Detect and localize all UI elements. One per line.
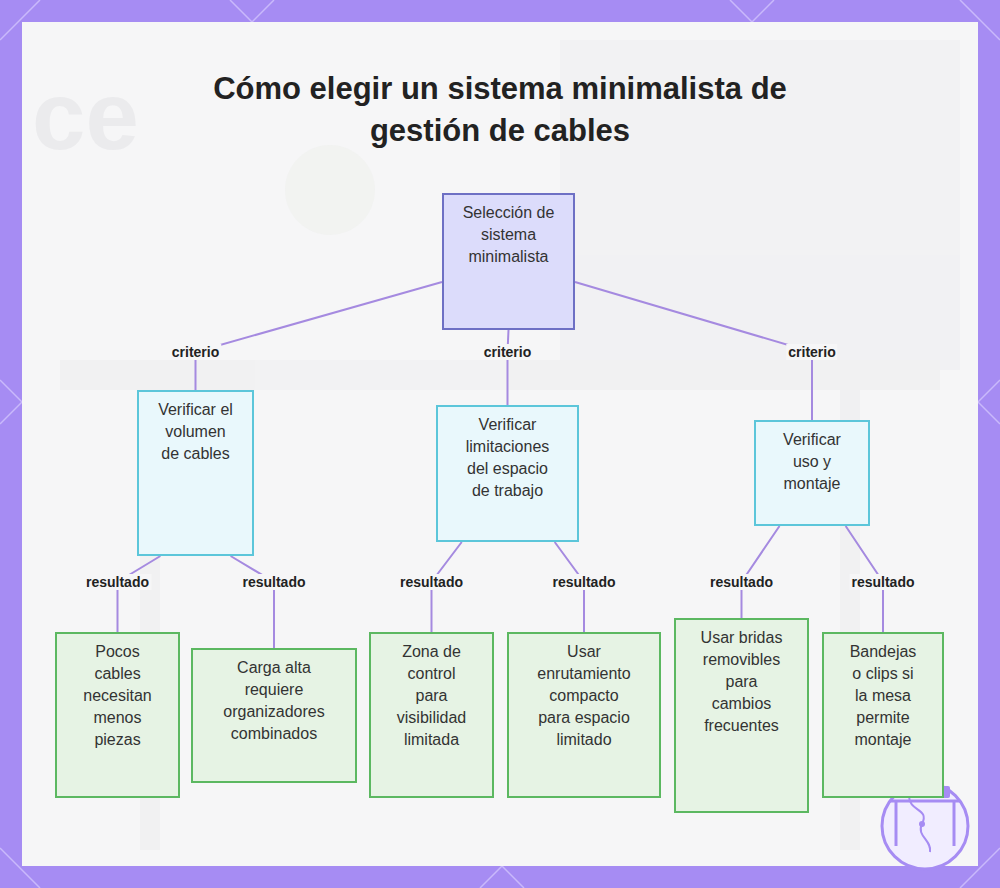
node-label: Zona de control para visibilidad limitad…: [391, 634, 473, 751]
panel: [22, 22, 978, 866]
edge-label: criterio: [482, 344, 533, 360]
connector: [196, 282, 443, 390]
diagram-title: Cómo elegir un sistema minimalista de ge…: [200, 68, 800, 152]
connector: [575, 282, 812, 420]
edge-label: resultado: [84, 574, 151, 590]
edge-label: resultado: [398, 574, 465, 590]
result-box: Usar bridas removibles para cambios frec…: [674, 618, 809, 813]
node-label: Pocos cables necesitan menos piezas: [78, 634, 158, 751]
criterion-box: Verificar uso y montaje: [754, 420, 870, 526]
connector: [508, 330, 509, 405]
node-label: Verificar uso y montaje: [776, 422, 848, 495]
connector: [742, 526, 780, 618]
result-box: Pocos cables necesitan menos piezas: [55, 632, 180, 798]
node-label: Verificar el volumen de cables: [157, 392, 235, 465]
watermark: ce: [32, 66, 139, 166]
edge-label: resultado: [550, 574, 617, 590]
root-box: Selección de sistema minimalista: [442, 193, 575, 330]
node-label: Selección de sistema minimalista: [456, 195, 561, 268]
blurred-photo: [60, 40, 960, 850]
result-box: Zona de control para visibilidad limitad…: [369, 632, 494, 798]
connector: [118, 556, 161, 632]
result-box: Usar enrutamiento compacto para espacio …: [507, 632, 661, 798]
connector: [231, 556, 274, 648]
node-label: Usar bridas removibles para cambios frec…: [701, 620, 783, 737]
edge-label: criterio: [786, 344, 837, 360]
node-label: Carga alta requiere organizadores combin…: [215, 650, 333, 745]
node-label: Verificar limitaciones del espacio de tr…: [458, 407, 558, 502]
edge-label: criterio: [170, 344, 221, 360]
node-label: Usar enrutamiento compacto para espacio …: [533, 634, 635, 751]
edge-label: resultado: [240, 574, 307, 590]
criterion-box: Verificar limitaciones del espacio de tr…: [436, 405, 579, 542]
result-box: Carga alta requiere organizadores combin…: [191, 648, 357, 783]
node-label: Bandejas o clips si la mesa permite mont…: [845, 634, 921, 751]
criterion-box: Verificar el volumen de cables: [137, 390, 254, 556]
result-box: Bandejas o clips si la mesa permite mont…: [822, 632, 944, 798]
edge-label: resultado: [849, 574, 916, 590]
edge-label: resultado: [708, 574, 775, 590]
